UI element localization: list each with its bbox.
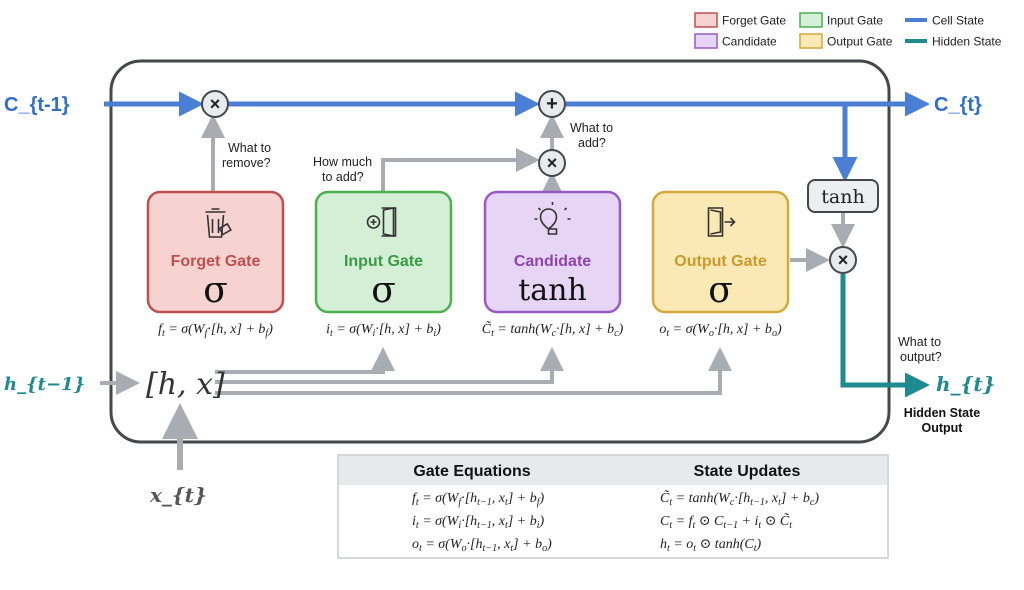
gate-name: Input Gate [344,253,423,270]
concat-to-output-arrow [215,347,732,395]
output-multiply-op: × [829,246,857,274]
concat-to-input-arrow [215,347,395,374]
state-update-row: Ct = ft ⊙ Ct−1 + it ⊙ C̃t [660,513,792,531]
hidden-state-path [840,274,930,398]
state-updates-header: State Updates [694,463,801,480]
tanh-box: tanh [807,179,879,213]
state-update-row: C̃t = tanh(Wc·[ht−1, xt] + bc) [660,490,819,508]
legend-label: Input Gate [827,14,883,28]
legend-item: Forget Gate [694,12,786,28]
input-xt-label: x_{t} [149,483,207,507]
gate-activation: σ [371,270,396,311]
gate-name: Forget Gate [171,253,261,270]
add-op: + [538,90,566,118]
svg-text:×: × [210,94,221,114]
legend-item: Output Gate [799,33,893,49]
legend-swatch [799,12,823,28]
svg-text:+: + [546,93,558,115]
gate-equation-row: ft = σ(Wf·[ht−1, xt] + bf) [412,491,545,508]
door-enter-icon [366,207,397,237]
gate-equation: it = σ(Wi·[h, x] + bi) [326,322,441,339]
input-to-multiply-arrow [381,148,540,192]
gate-equation-row: ot = σ(Wo·[ht−1, xt] + bo) [412,537,552,554]
trash-icon [205,208,232,238]
legend-label: Forget Gate [722,14,786,28]
gate-name: Output Gate [674,253,767,270]
forget-multiply-op: × [201,90,229,118]
legend-label: Candidate [722,35,777,49]
legend-label: Cell State [932,14,984,28]
gate-activation: tanh [518,273,587,308]
equations-table: Gate Equations State Updates ft = σ(Wf·[… [337,454,889,559]
legend-swatch [799,33,823,49]
legend-item: Hidden State [905,35,1002,49]
legend-item: Candidate [694,33,777,49]
concat-label: [h, x] [146,367,225,402]
legend-item: Cell State [905,14,984,28]
cell-state-path [104,91,930,182]
gate-name: Candidate [514,253,591,270]
legend-item: Input Gate [799,12,883,28]
hidden-next-label: h_{t} [936,372,996,396]
cell-state-prev-label: C_{t-1} [4,94,70,116]
svg-text:×: × [547,153,558,173]
gate-equation: ot = σ(Wo·[h, x] + bo) [659,322,782,339]
concat-to-candidate-arrow [215,347,564,384]
gate-flow-arrows [100,114,830,470]
svg-text:×: × [838,250,849,270]
legend-label: Hidden State [932,35,1002,49]
legend-swatch [694,12,718,28]
cell-state-next-label: C_{t} [934,94,982,116]
legend: Forget Gate Input Gate Cell StateCandidate… [694,12,1002,49]
legend-label: Output Gate [827,35,893,49]
input-multiply-op: × [538,149,566,177]
door-exit-icon [707,207,736,237]
hidden-prev-label: h_{t−1} [4,374,85,395]
gate-equation-row: it = σ(Wi·[ht−1, xt] + bi) [412,514,545,531]
gate-equations-header: Gate Equations [413,463,530,480]
state-update-row: ht = ot ⊙ tanh(Ct) [660,537,762,554]
legend-swatch [694,33,718,49]
gate-equation: ft = σ(Wf·[h, x] + bf) [158,322,273,339]
gate-activation: σ [203,270,228,311]
gate-activation: σ [708,270,733,311]
svg-text:tanh: tanh [821,186,864,208]
gate-equation: C̃t = tanh(Wc·[h, x] + bc) [482,321,624,339]
lightbulb-icon [534,202,571,235]
